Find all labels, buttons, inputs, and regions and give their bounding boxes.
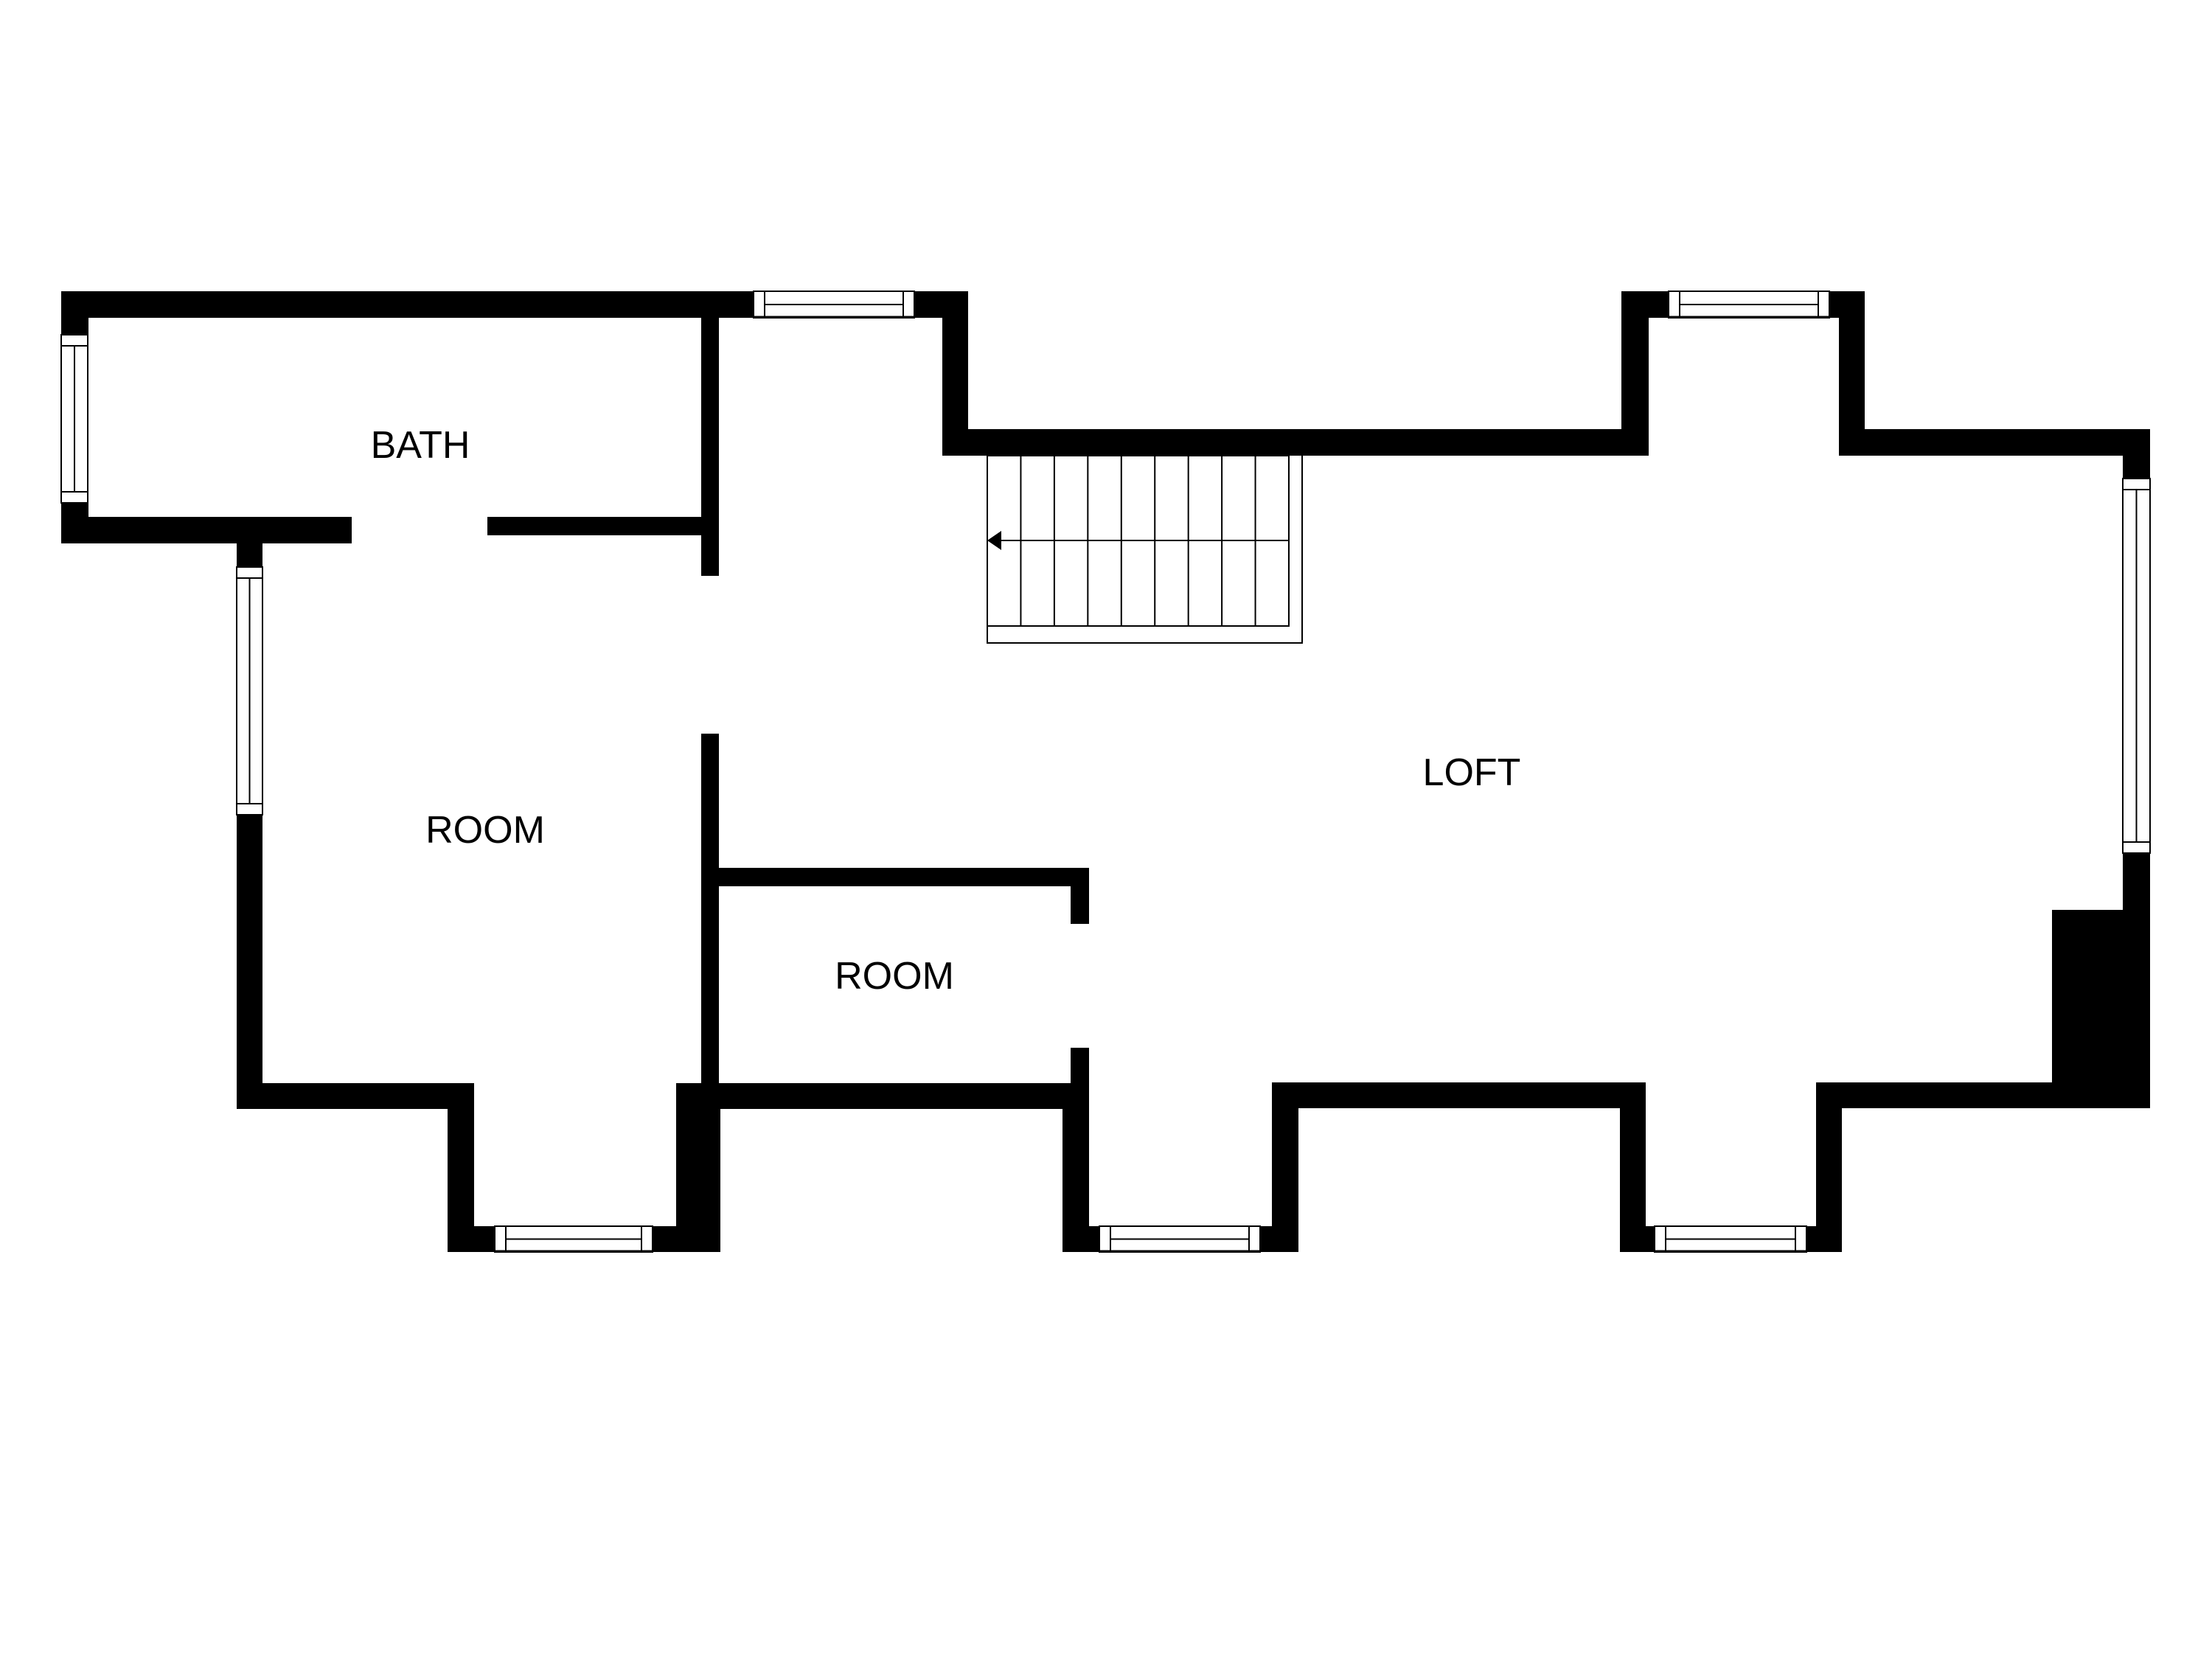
loft-north-window-1-icon bbox=[753, 291, 915, 319]
wall-segment bbox=[1620, 1082, 1646, 1252]
room-label-loft: LOFT bbox=[1422, 751, 1521, 794]
wall-segment bbox=[237, 543, 262, 567]
wall-segment bbox=[487, 517, 719, 535]
room1-west-window-icon bbox=[236, 566, 263, 815]
wall-segment bbox=[676, 1083, 720, 1252]
loft-south-window-1-icon bbox=[1099, 1225, 1261, 1253]
staircase bbox=[987, 455, 1303, 644]
wall-segment bbox=[1816, 1082, 1842, 1252]
wall-segment bbox=[2052, 910, 2150, 1108]
wall-segment bbox=[701, 535, 719, 576]
wall-segment bbox=[1062, 1083, 1089, 1252]
room1-south-window-icon bbox=[494, 1225, 653, 1253]
stair-arrow-left-icon bbox=[987, 531, 1001, 550]
wall-segment bbox=[448, 1226, 495, 1252]
wall-segment bbox=[1062, 1226, 1099, 1252]
wall-segment bbox=[1839, 291, 1865, 456]
wall-segment bbox=[719, 1083, 1089, 1109]
loft-east-window-icon bbox=[2122, 478, 2151, 854]
wall-segment bbox=[942, 291, 968, 456]
wall-segment bbox=[1272, 1082, 1298, 1252]
walls bbox=[61, 291, 2150, 1252]
loft-south-window-2-icon bbox=[1654, 1225, 1807, 1253]
room-label-room-1: ROOM bbox=[425, 809, 545, 852]
wall-segment bbox=[1839, 429, 2150, 456]
wall-segment bbox=[1071, 868, 1089, 924]
windows bbox=[60, 291, 2151, 1253]
wall-segment bbox=[61, 291, 719, 318]
wall-segment bbox=[448, 1083, 474, 1252]
room-label-room-2: ROOM bbox=[835, 955, 954, 998]
wall-segment bbox=[1621, 291, 1649, 456]
room-label-bath: BATH bbox=[370, 424, 470, 467]
wall-segment bbox=[2123, 429, 2150, 479]
wall-segment bbox=[701, 734, 719, 1109]
wall-segment bbox=[1620, 1226, 1655, 1252]
stair-railing bbox=[987, 456, 1303, 644]
wall-segment bbox=[1816, 1082, 2150, 1108]
bath-west-window-icon bbox=[60, 334, 88, 504]
wall-segment bbox=[1272, 1082, 1646, 1108]
wall-segment bbox=[719, 291, 754, 318]
wall-segment bbox=[942, 429, 1649, 456]
wall-segment bbox=[237, 1083, 474, 1109]
wall-segment bbox=[701, 291, 719, 535]
wall-segment bbox=[1621, 291, 1669, 318]
wall-segment bbox=[61, 517, 352, 543]
wall-segment bbox=[719, 868, 1089, 886]
loft-north-window-2-icon bbox=[1668, 291, 1830, 319]
wall-segment bbox=[237, 815, 262, 1109]
